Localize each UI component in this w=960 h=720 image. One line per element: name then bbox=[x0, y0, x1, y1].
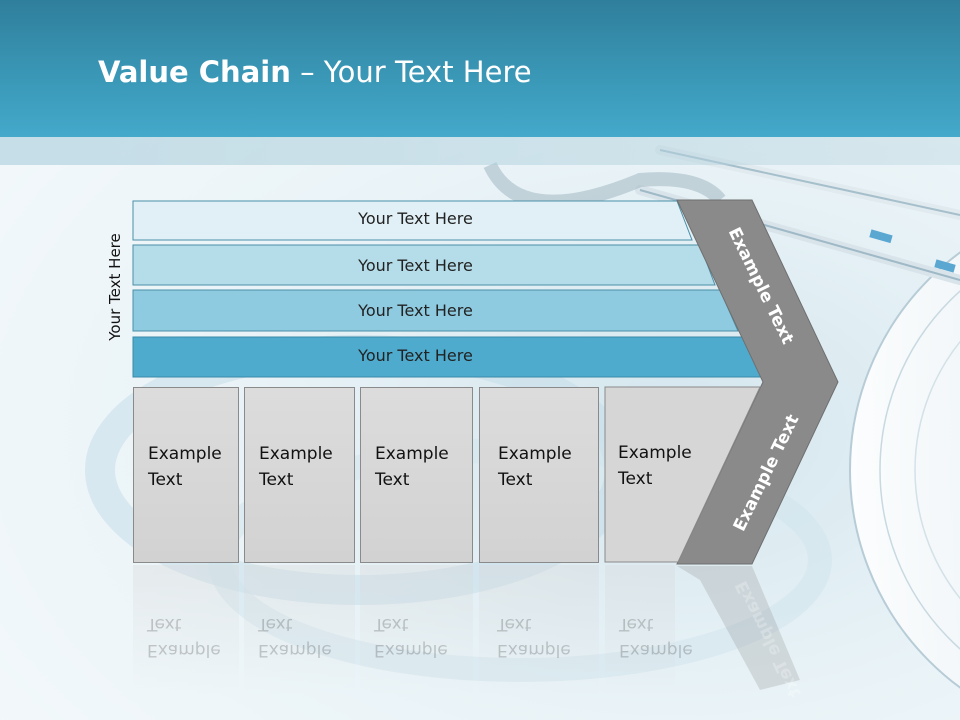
title-rest: – Your Text Here bbox=[290, 55, 532, 89]
chevron-reflection bbox=[677, 566, 800, 690]
row-label-2: Your Text Here bbox=[358, 256, 473, 275]
header-bar bbox=[0, 0, 960, 137]
column-box-5[interactable] bbox=[604, 386, 761, 563]
side-label: Your Text Here bbox=[106, 233, 124, 341]
chevron-shape[interactable] bbox=[676, 199, 839, 565]
header-band bbox=[0, 137, 960, 165]
slide-title: Value Chain – Your Text Here bbox=[98, 52, 532, 92]
row-bar-3[interactable] bbox=[132, 289, 739, 332]
row-label-4: Your Text Here bbox=[358, 346, 473, 365]
row-label-1: Your Text Here bbox=[358, 209, 473, 228]
row-bar-2[interactable] bbox=[132, 244, 716, 286]
title-bold: Value Chain bbox=[98, 55, 291, 89]
row-bar-1[interactable] bbox=[132, 200, 693, 241]
row-label-3: Your Text Here bbox=[358, 301, 473, 320]
